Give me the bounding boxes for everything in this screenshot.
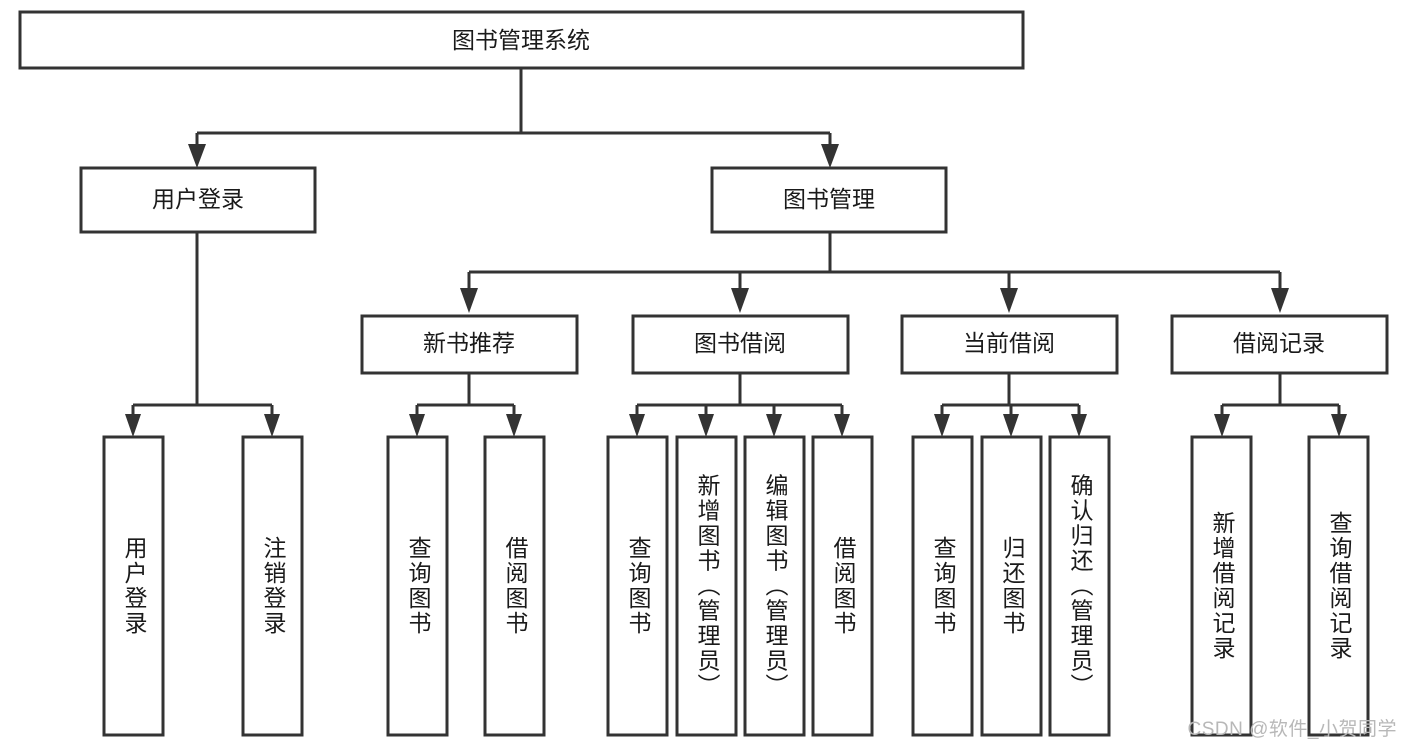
node-leaf-cb-return-book[interactable]: 归还图书 [980, 435, 1043, 737]
edges-new-book-recommend-to-leaves [409, 373, 522, 437]
arrowhead-current-borrow [1000, 288, 1018, 313]
node-leaf-rec-query-book-box[interactable] [386, 435, 449, 737]
node-leaf-cb-return-book-label: 归还图书 [999, 536, 1026, 636]
node-leaf-br-query-record-label: 查询借阅记录 [1326, 511, 1353, 661]
node-leaf-bb-query-book-box[interactable] [606, 435, 669, 737]
arrowhead-bb-add-book [698, 414, 714, 437]
node-user-login-box[interactable] [79, 166, 317, 234]
arrowhead-leaf-user-logout [264, 414, 280, 437]
edges-current-borrow-to-leaves [934, 373, 1087, 437]
node-borrow-record-label: 借阅记录 [1233, 330, 1325, 356]
arrowhead-new-book-recommend [460, 288, 478, 313]
node-new-book-recommend[interactable]: 新书推荐 [360, 314, 579, 375]
csdn-watermark: CSDN @软件_小贺同学 [1187, 719, 1397, 740]
node-leaf-bb-query-book-label: 查询图书 [625, 536, 652, 636]
node-borrow-record[interactable]: 借阅记录 [1170, 314, 1389, 375]
node-borrow-record-box[interactable] [1170, 314, 1389, 375]
node-leaf-cb-confirm-return-box[interactable] [1048, 435, 1111, 737]
node-leaf-rec-borrow-book-label: 借阅图书 [502, 536, 529, 636]
arrowhead-bb-query-book [629, 414, 645, 437]
node-leaf-bb-borrow-book-box[interactable] [811, 435, 874, 737]
node-leaf-br-query-record-box[interactable] [1307, 435, 1370, 737]
node-leaf-cb-query-book-box[interactable] [911, 435, 974, 737]
node-leaf-bb-add-book[interactable]: 新增图书（管理员） [675, 435, 738, 737]
node-leaf-br-add-record[interactable]: 新增借阅记录 [1190, 435, 1253, 737]
node-user-login-label: 用户登录 [152, 186, 244, 212]
node-leaf-bb-add-book-label: 新增图书（管理员） [694, 474, 721, 699]
node-book-borrow[interactable]: 图书借阅 [631, 314, 850, 375]
arrowhead-cb-confirm-return [1071, 414, 1087, 437]
node-book-borrow-box[interactable] [631, 314, 850, 375]
arrowhead-book-borrow [731, 288, 749, 313]
arrowhead-br-query-record [1331, 414, 1347, 437]
node-leaf-bb-edit-book-box[interactable] [743, 435, 806, 737]
node-book-borrow-label: 图书借阅 [694, 330, 786, 356]
node-leaf-user-login-box[interactable] [102, 435, 165, 737]
node-leaf-bb-borrow-book[interactable]: 借阅图书 [811, 435, 874, 737]
node-leaf-user-login[interactable]: 用户登录 [102, 435, 165, 737]
node-user-login[interactable]: 用户登录 [79, 166, 317, 234]
node-leaf-cb-query-book[interactable]: 查询图书 [911, 435, 974, 737]
node-current-borrow-label: 当前借阅 [963, 330, 1055, 356]
arrowhead-cb-query-book [934, 414, 950, 437]
node-leaf-br-add-record-box[interactable] [1190, 435, 1253, 737]
node-new-book-recommend-box[interactable] [360, 314, 579, 375]
arrowhead-bb-borrow-book [834, 414, 850, 437]
arrowhead-cb-return-book [1003, 414, 1019, 437]
node-book-manage-label: 图书管理 [783, 186, 875, 212]
node-leaf-cb-confirm-return-label: 确认归还（管理员） [1067, 474, 1094, 699]
node-leaf-bb-borrow-book-label: 借阅图书 [830, 536, 857, 636]
node-current-borrow-box[interactable] [900, 314, 1119, 375]
edges-borrow-record-to-leaves [1214, 373, 1347, 437]
node-root-box[interactable] [18, 10, 1025, 70]
node-current-borrow[interactable]: 当前借阅 [900, 314, 1119, 375]
edges-root-to-level1 [188, 68, 839, 168]
node-leaf-user-logout[interactable]: 注销登录 [241, 435, 304, 737]
node-leaf-rec-query-book[interactable]: 查询图书 [386, 435, 449, 737]
node-leaf-bb-edit-book-label: 编辑图书（管理员） [762, 474, 789, 699]
arrowhead-rec-query-book [409, 414, 425, 437]
node-leaf-rec-borrow-book[interactable]: 借阅图书 [483, 435, 546, 737]
node-leaf-user-logout-label: 注销登录 [260, 536, 287, 636]
node-leaf-cb-confirm-return[interactable]: 确认归还（管理员） [1048, 435, 1111, 737]
node-leaf-bb-query-book[interactable]: 查询图书 [606, 435, 669, 737]
edges-book-borrow-to-leaves [629, 373, 850, 437]
node-leaf-cb-return-book-box[interactable] [980, 435, 1043, 737]
node-root-label: 图书管理系统 [452, 27, 590, 53]
arrowhead-book-manage [821, 144, 839, 168]
arrowhead-user-login [188, 144, 206, 168]
node-new-book-recommend-label: 新书推荐 [423, 330, 515, 356]
arrowhead-br-add-record [1214, 414, 1230, 437]
arrowhead-borrow-record [1271, 288, 1289, 313]
node-leaf-br-add-record-label: 新增借阅记录 [1209, 511, 1236, 661]
node-leaf-rec-borrow-book-box[interactable] [483, 435, 546, 737]
node-leaf-cb-query-book-label: 查询图书 [930, 536, 957, 636]
node-book-manage[interactable]: 图书管理 [710, 166, 948, 234]
node-leaf-user-login-label: 用户登录 [121, 536, 148, 636]
node-leaf-user-logout-box[interactable] [241, 435, 304, 737]
node-leaf-bb-edit-book[interactable]: 编辑图书（管理员） [743, 435, 806, 737]
arrowhead-leaf-user-login [125, 414, 141, 437]
arrowhead-bb-edit-book [766, 414, 782, 437]
node-root[interactable]: 图书管理系统 [18, 10, 1025, 70]
arrowhead-rec-borrow-book [506, 414, 522, 437]
edges-book-manage-to-level2 [460, 232, 1289, 313]
edges-user-login-to-leaves [125, 232, 280, 437]
node-book-manage-box[interactable] [710, 166, 948, 234]
node-leaf-bb-add-book-box[interactable] [675, 435, 738, 737]
node-leaf-br-query-record[interactable]: 查询借阅记录 [1307, 435, 1370, 737]
node-leaf-rec-query-book-label: 查询图书 [405, 536, 432, 636]
